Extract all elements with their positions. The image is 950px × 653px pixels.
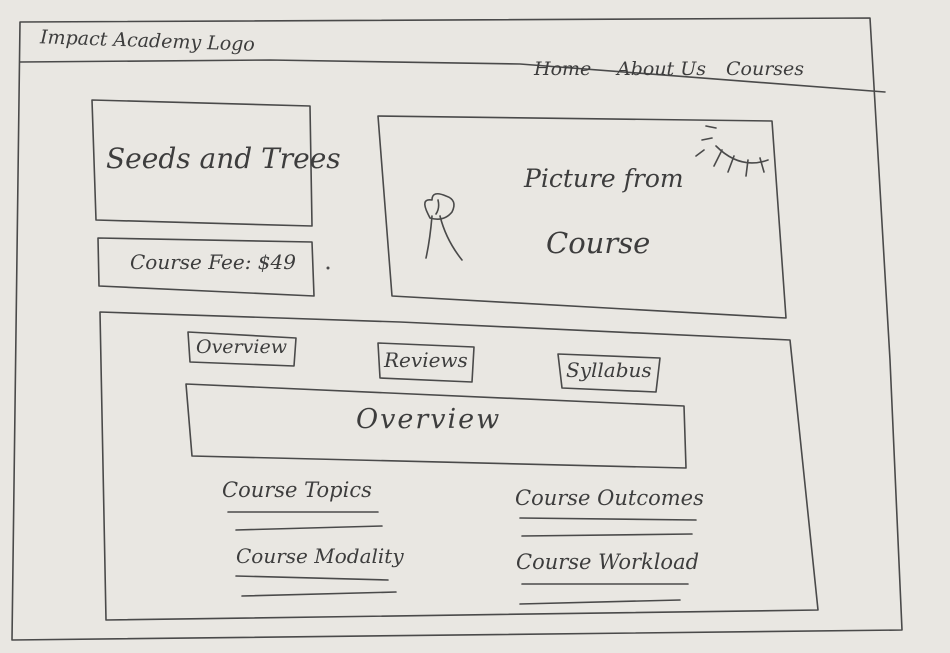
nav-courses-link[interactable]: Courses	[726, 58, 805, 80]
course-title: Seeds and Trees	[106, 142, 341, 175]
overview-heading: Overview	[356, 404, 502, 435]
picture-caption-line1: Picture from	[524, 164, 684, 193]
tab-reviews-box	[377, 342, 475, 383]
course-workload-label: Course Workload	[516, 550, 700, 574]
tab-overview[interactable]: Overview	[196, 336, 287, 358]
tab-syllabus[interactable]: Syllabus	[566, 358, 652, 382]
overview-panel-box	[185, 383, 687, 469]
nav-about-us-link[interactable]: About Us	[617, 58, 706, 80]
tab-syllabus-box	[557, 353, 661, 393]
course-detail-frame	[99, 311, 819, 621]
course-fee-box	[97, 237, 315, 297]
tab-reviews[interactable]: Reviews	[384, 348, 468, 372]
course-title-box	[91, 99, 313, 227]
tab-overview-box	[187, 331, 297, 367]
course-picture-box	[377, 115, 787, 319]
course-fee: Course Fee: $49	[130, 250, 296, 274]
nav-home-link[interactable]: Home	[534, 58, 592, 80]
course-topics-label: Course Topics	[222, 478, 372, 502]
course-outcomes-label: Course Outcomes	[515, 486, 704, 510]
course-modality-label: Course Modality	[236, 544, 404, 568]
picture-caption-line2: Course	[546, 226, 651, 260]
